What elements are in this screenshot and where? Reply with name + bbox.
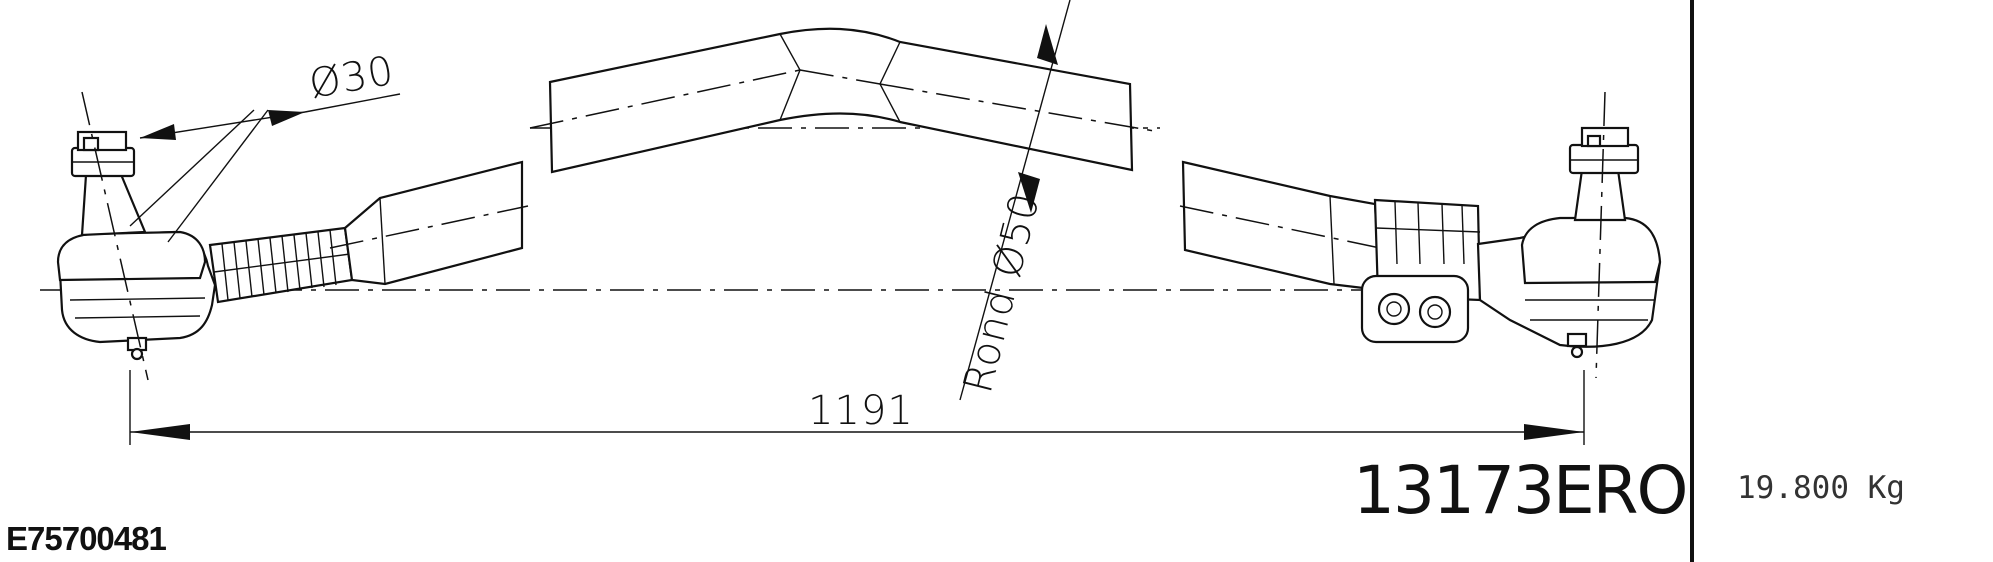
reference-number: E75700481 — [6, 520, 167, 557]
right-tube — [1179, 160, 1382, 292]
left-bellows — [208, 226, 354, 304]
left-tube — [329, 160, 529, 286]
right-ball-joint — [1476, 91, 1662, 379]
center-tube — [529, 27, 1161, 174]
diameter-30-label: Ø30 — [306, 48, 398, 108]
right-clamp — [1360, 198, 1482, 344]
length-dimension: 1191 — [129, 370, 1585, 445]
weight-value: 19.800 Kg — [1737, 470, 1905, 506]
diameter-30-callout: Ø30 — [129, 48, 401, 243]
diameter-50-label: Rond Ø50 — [955, 188, 1049, 397]
left-ball-joint — [56, 91, 217, 381]
length-label: 1191 — [808, 388, 914, 434]
part-number: 13173ERO — [1353, 452, 1688, 529]
